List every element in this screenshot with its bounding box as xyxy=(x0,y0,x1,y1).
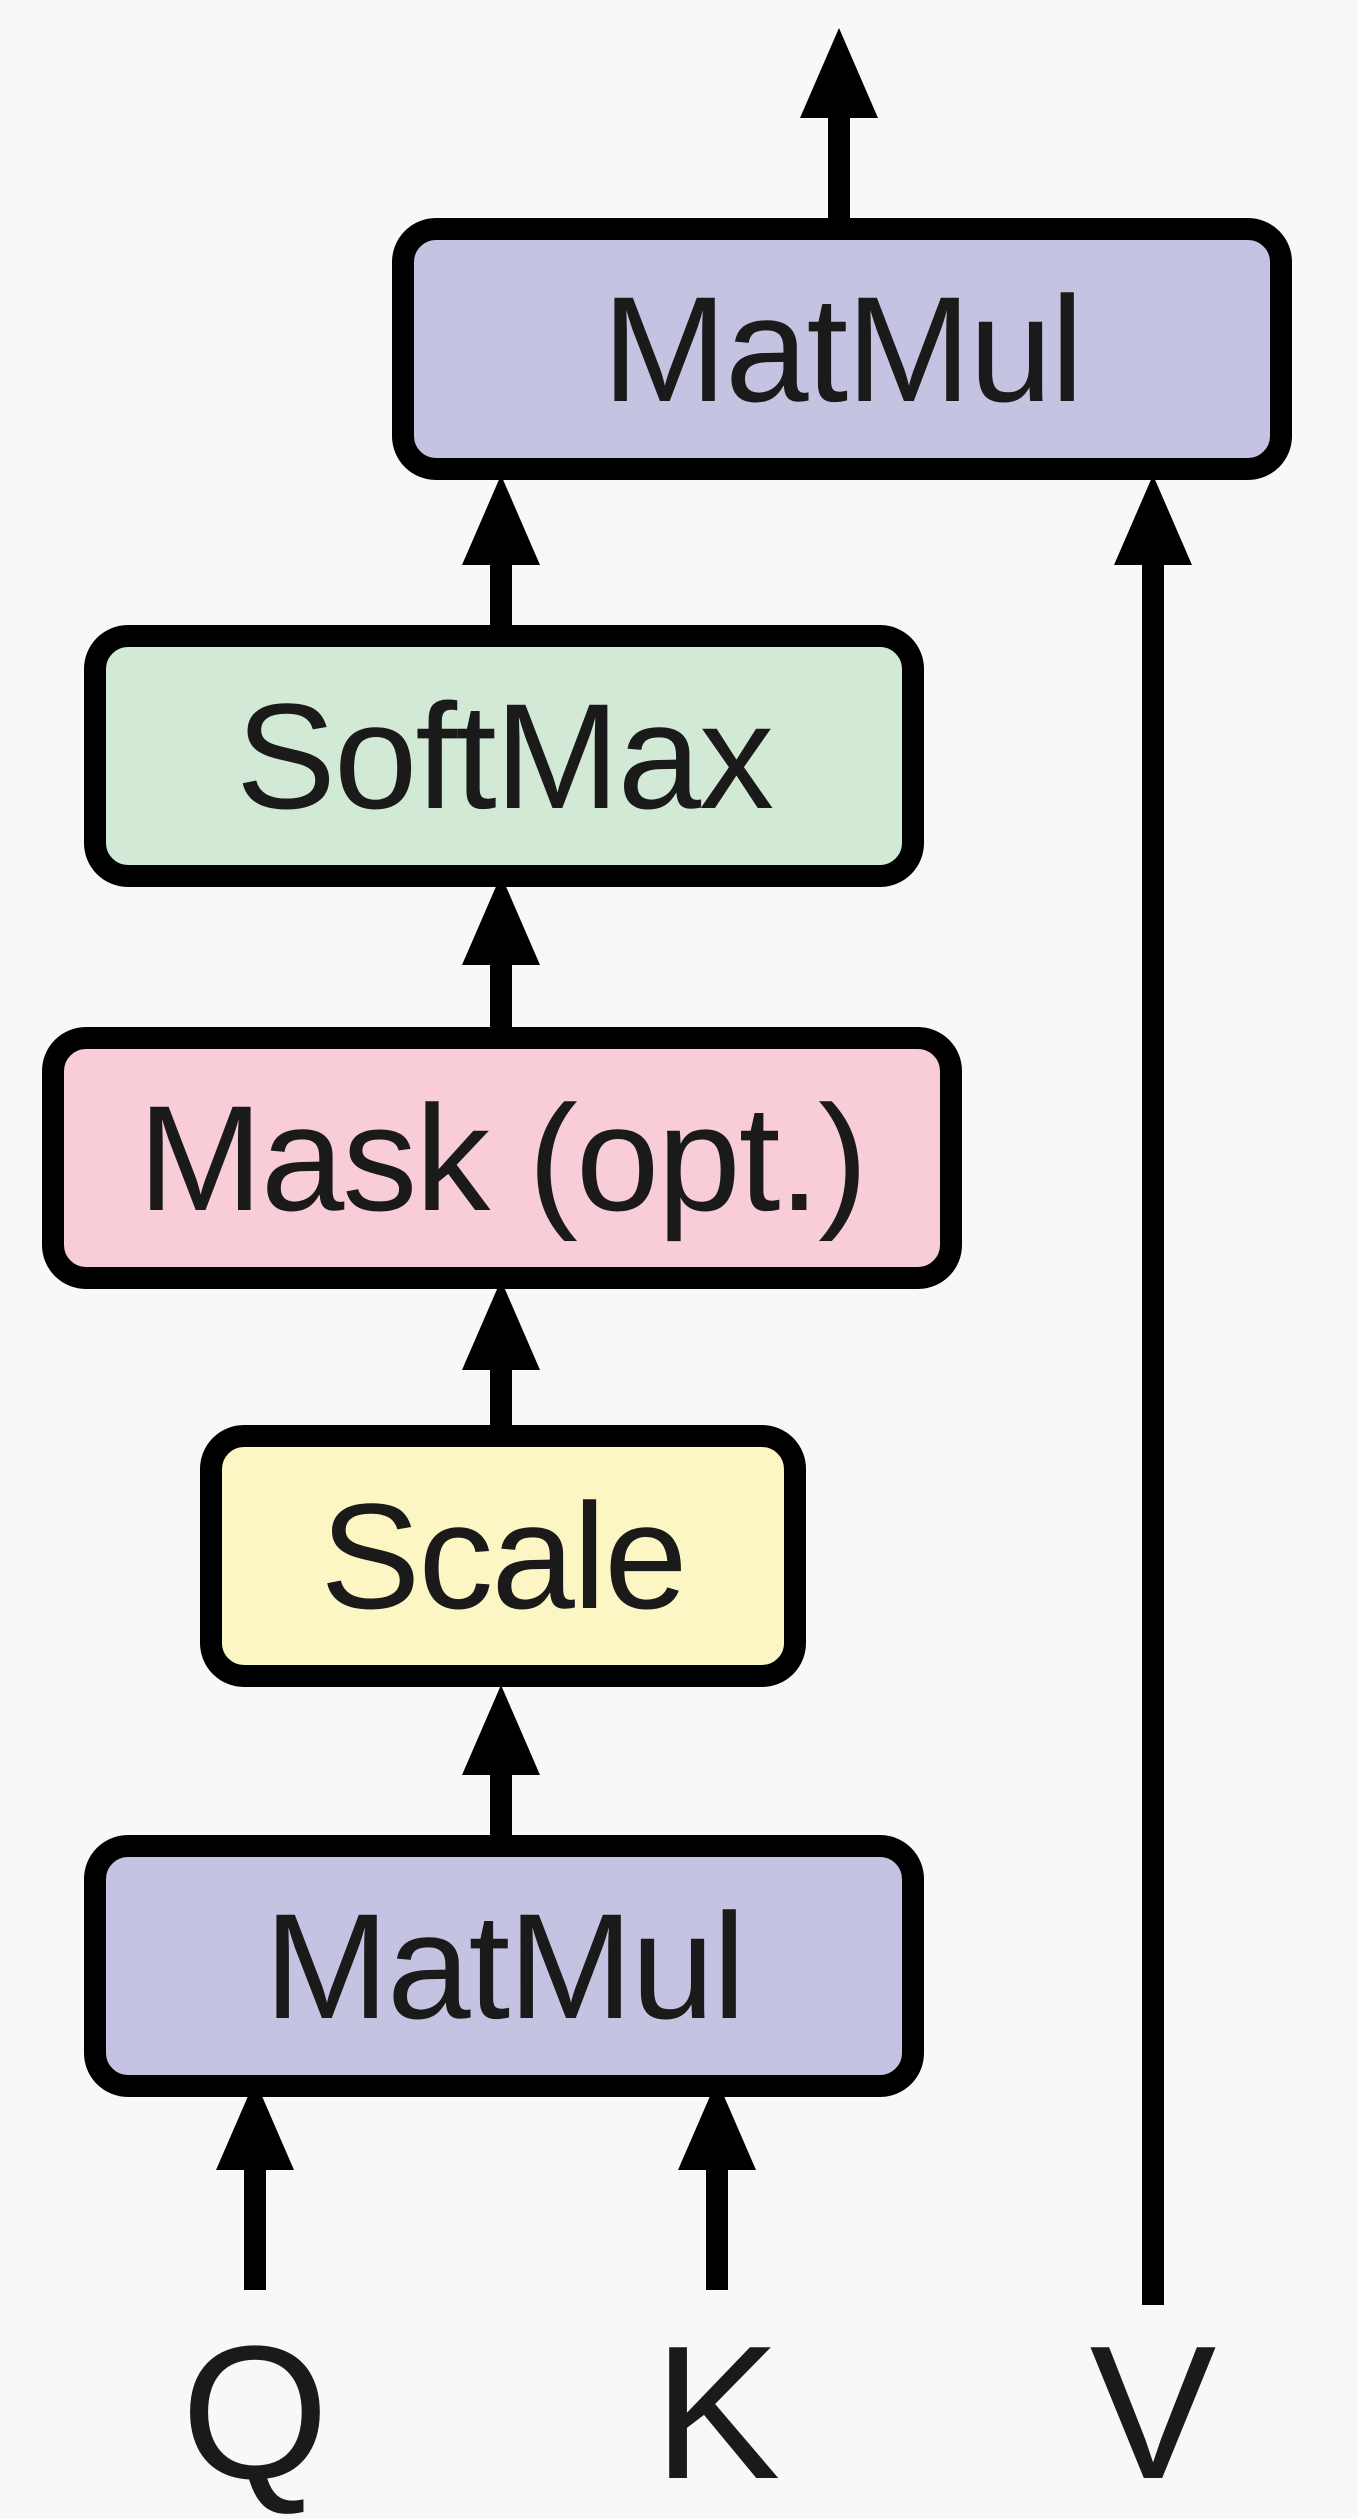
matmul-top-label: MatMul xyxy=(602,265,1084,433)
matmul-bottom-block: MatMul xyxy=(84,1835,924,2097)
input-q-label: Q xyxy=(181,2307,329,2519)
softmax-block: SoftMax xyxy=(84,625,924,887)
arrow-v xyxy=(1114,475,1192,2305)
arrow-output xyxy=(800,28,878,222)
scale-label: Scale xyxy=(320,1472,687,1640)
arrow-softmax-to-matmul xyxy=(462,475,540,630)
input-v-label: V xyxy=(1089,2307,1217,2519)
matmul-top-block: MatMul xyxy=(392,218,1292,480)
arrow-k xyxy=(678,2080,756,2290)
arrow-matmul-to-scale xyxy=(462,1685,540,1840)
mask-block: Mask (opt.) xyxy=(42,1027,962,1289)
input-k-label: K xyxy=(653,2307,781,2519)
arrow-q xyxy=(216,2080,294,2290)
matmul-bottom-label: MatMul xyxy=(264,1882,746,2050)
softmax-label: SoftMax xyxy=(235,672,774,840)
mask-label: Mask (opt.) xyxy=(137,1074,868,1242)
arrow-scale-to-mask xyxy=(462,1280,540,1430)
arrow-mask-to-softmax xyxy=(462,875,540,1032)
scale-block: Scale xyxy=(200,1425,806,1687)
